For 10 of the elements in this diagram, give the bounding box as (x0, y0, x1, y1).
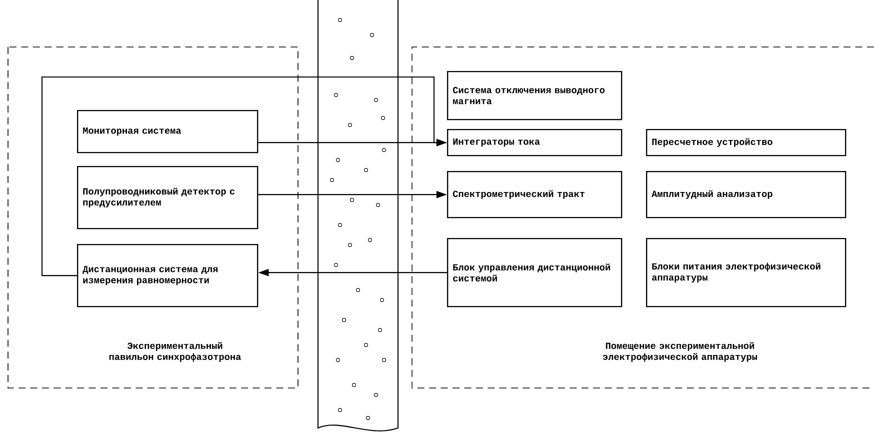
unit-box: Пересчетное устройство (646, 129, 846, 156)
unit-box: Амплитудный анализатор (646, 171, 846, 218)
unit-box: Интеграторы тока (447, 129, 622, 156)
unit-box: Система отключения выводного магнита (447, 71, 622, 120)
unit-box: Мониторная система (77, 110, 258, 154)
unit-box: Спектрометрический тракт (447, 171, 622, 218)
unit-box: Дистанционная система для измерения равномерности (77, 244, 258, 308)
unit-box: Блоки питания электрофизической аппаратуры (646, 238, 846, 308)
unit-box: Полупроводниковый детектор с предусилителем (77, 166, 258, 230)
unit-box: Блок управления дистанционной системой (447, 238, 622, 308)
